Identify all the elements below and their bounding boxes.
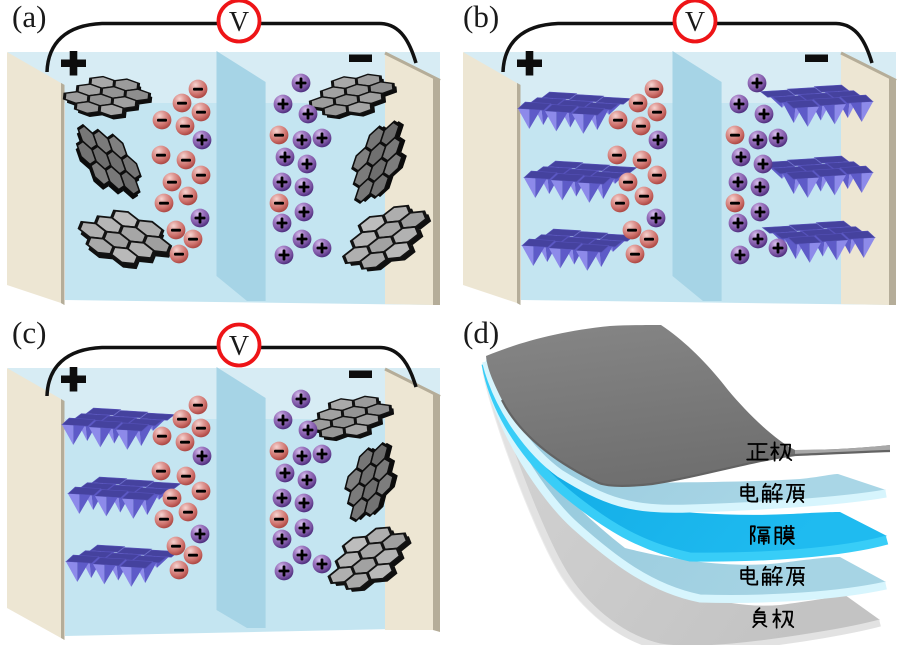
svg-text:(d): (d) (463, 315, 499, 350)
svg-text:(a): (a) (12, 0, 46, 34)
svg-text:(b): (b) (463, 0, 499, 34)
svg-text:(c): (c) (12, 315, 46, 350)
